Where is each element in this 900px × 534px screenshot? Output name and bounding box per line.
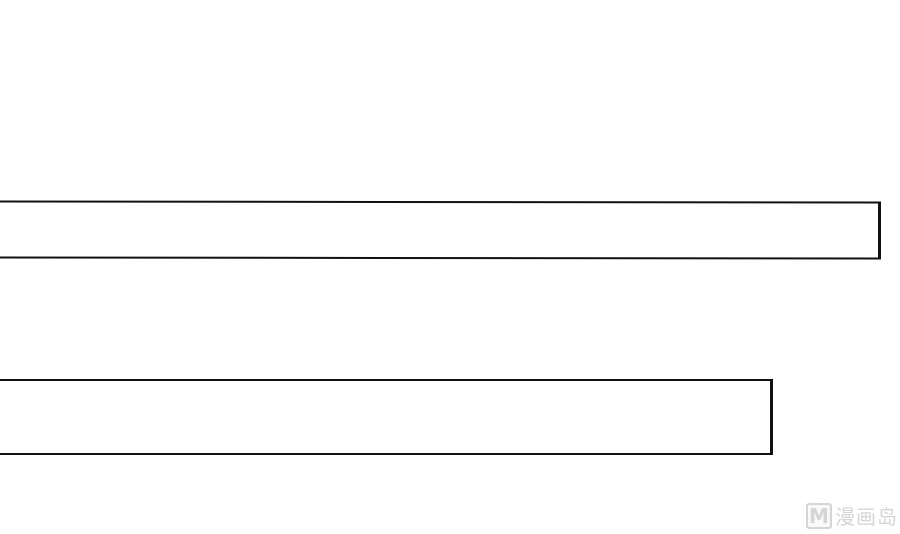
watermark-text: 漫画岛 bbox=[835, 505, 898, 529]
caption-box-bottom bbox=[0, 379, 773, 455]
watermark-logo-icon: M bbox=[806, 502, 832, 529]
watermark: M 漫画岛 bbox=[806, 501, 898, 530]
caption-box-top bbox=[0, 200, 881, 260]
